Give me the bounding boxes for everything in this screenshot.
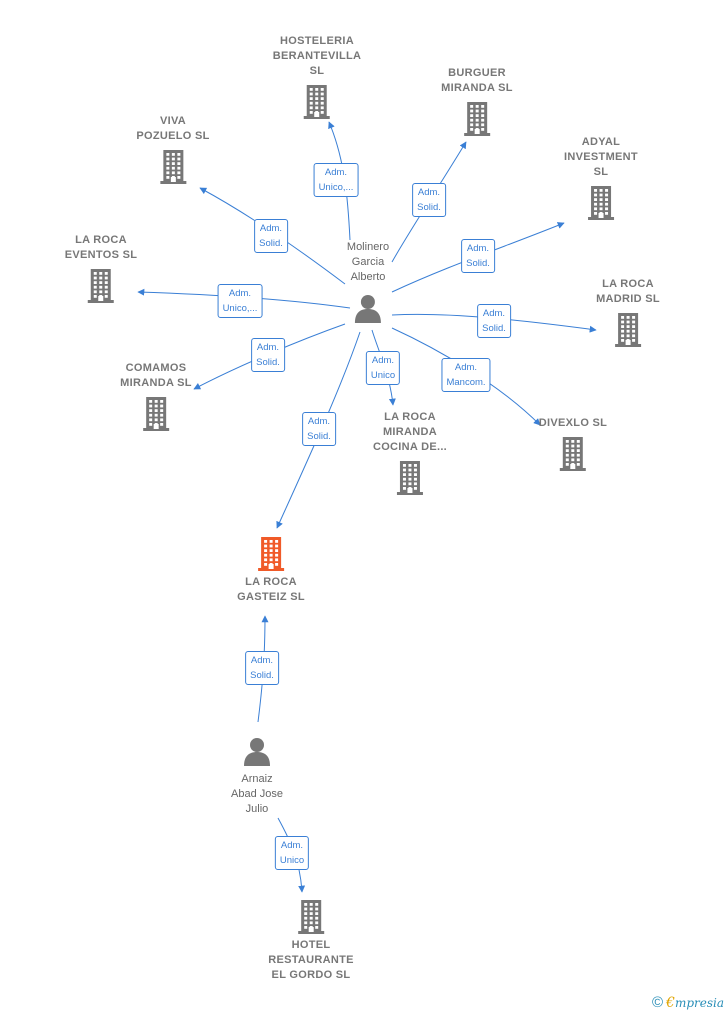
building-icon (588, 186, 614, 220)
building-icon (397, 461, 423, 495)
edge-label-eventos[interactable]: Adm.Unico,... (217, 284, 263, 318)
edge-label-gasteiz-arnaiz[interactable]: Adm.Solid. (245, 651, 279, 685)
person-icon (243, 738, 270, 766)
edge-label-madrid[interactable]: Adm.Solid. (477, 304, 511, 338)
edge-label-hotel[interactable]: Adm.Unico (274, 836, 310, 870)
edge-label-viva[interactable]: Adm.Solid. (254, 219, 288, 253)
person-name: Arnaiz Abad Jose Julio (231, 773, 283, 815)
company-name: DIVEXLO SL (538, 417, 608, 429)
company-name: LA ROCA GASTEIZ SL (237, 576, 305, 603)
company-node-adyal[interactable]: ADYAL INVESTMENT SL (564, 135, 638, 220)
company-name: COMAMOS MIRANDA SL (120, 362, 192, 389)
company-node-hosteleria[interactable]: HOSTELERIA BERANTEVILLA SL (273, 34, 362, 119)
edge-label-divexlo[interactable]: Adm.Mancom. (441, 358, 491, 392)
building-icon (87, 269, 114, 303)
person-node-molinero[interactable]: Molinero Garcia Alberto (347, 240, 389, 323)
company-node-eventos[interactable]: LA ROCA EVENTOS SL (65, 233, 137, 303)
edge-label-adyal[interactable]: Adm.Solid. (461, 239, 495, 273)
person-node-arnaiz[interactable]: Arnaiz Abad Jose Julio (231, 736, 283, 817)
building-icon (615, 313, 641, 347)
company-name: LA ROCA MADRID SL (596, 278, 660, 305)
building-icon (297, 900, 324, 934)
building-icon (560, 437, 586, 471)
company-node-comamos[interactable]: COMAMOS MIRANDA SL (120, 361, 192, 431)
building-icon (143, 397, 169, 431)
building-icon (303, 85, 330, 119)
person-name: Molinero Garcia Alberto (346, 241, 390, 283)
company-name: HOSTELERIA BERANTEVILLA SL (272, 35, 362, 77)
edge-label-cocina[interactable]: Adm.Unico (365, 351, 401, 385)
company-name: BURGUER MIRANDA SL (441, 67, 513, 94)
company-name: ADYAL INVESTMENT SL (564, 136, 638, 178)
copyright-icon: © (651, 994, 664, 1011)
company-node-divexlo[interactable]: DIVEXLO SL (539, 416, 607, 471)
company-node-madrid[interactable]: LA ROCA MADRID SL (596, 277, 660, 347)
company-node-gasteiz[interactable]: LA ROCA GASTEIZ SL (237, 535, 305, 605)
brand-logo: €mpresia (666, 994, 724, 1011)
building-icon (160, 150, 186, 184)
company-node-burguer[interactable]: BURGUER MIRANDA SL (441, 66, 513, 136)
company-name: LA ROCA EVENTOS SL (64, 234, 138, 261)
company-name: HOTEL RESTAURANTE EL GORDO SL (268, 939, 354, 981)
company-node-viva[interactable]: VIVA POZUELO SL (136, 114, 209, 184)
edge-label-gasteiz-molinero[interactable]: Adm.Solid. (302, 412, 336, 446)
company-name: VIVA POZUELO SL (136, 115, 210, 142)
building-icon (258, 537, 284, 571)
company-node-hotel[interactable]: HOTEL RESTAURANTE EL GORDO SL (268, 898, 354, 983)
company-name: LA ROCA MIRANDA COCINA DE... (372, 411, 448, 453)
building-icon (464, 102, 490, 136)
company-node-cocina[interactable]: LA ROCA MIRANDA COCINA DE... (373, 410, 447, 495)
edge-label-hosteleria[interactable]: Adm.Unico,... (313, 163, 359, 197)
person-icon (355, 295, 381, 323)
edge-label-burguer[interactable]: Adm.Solid. (412, 183, 446, 217)
footer-brand: © €mpresia (652, 994, 724, 1011)
edge-label-comamos[interactable]: Adm.Solid. (251, 338, 285, 372)
